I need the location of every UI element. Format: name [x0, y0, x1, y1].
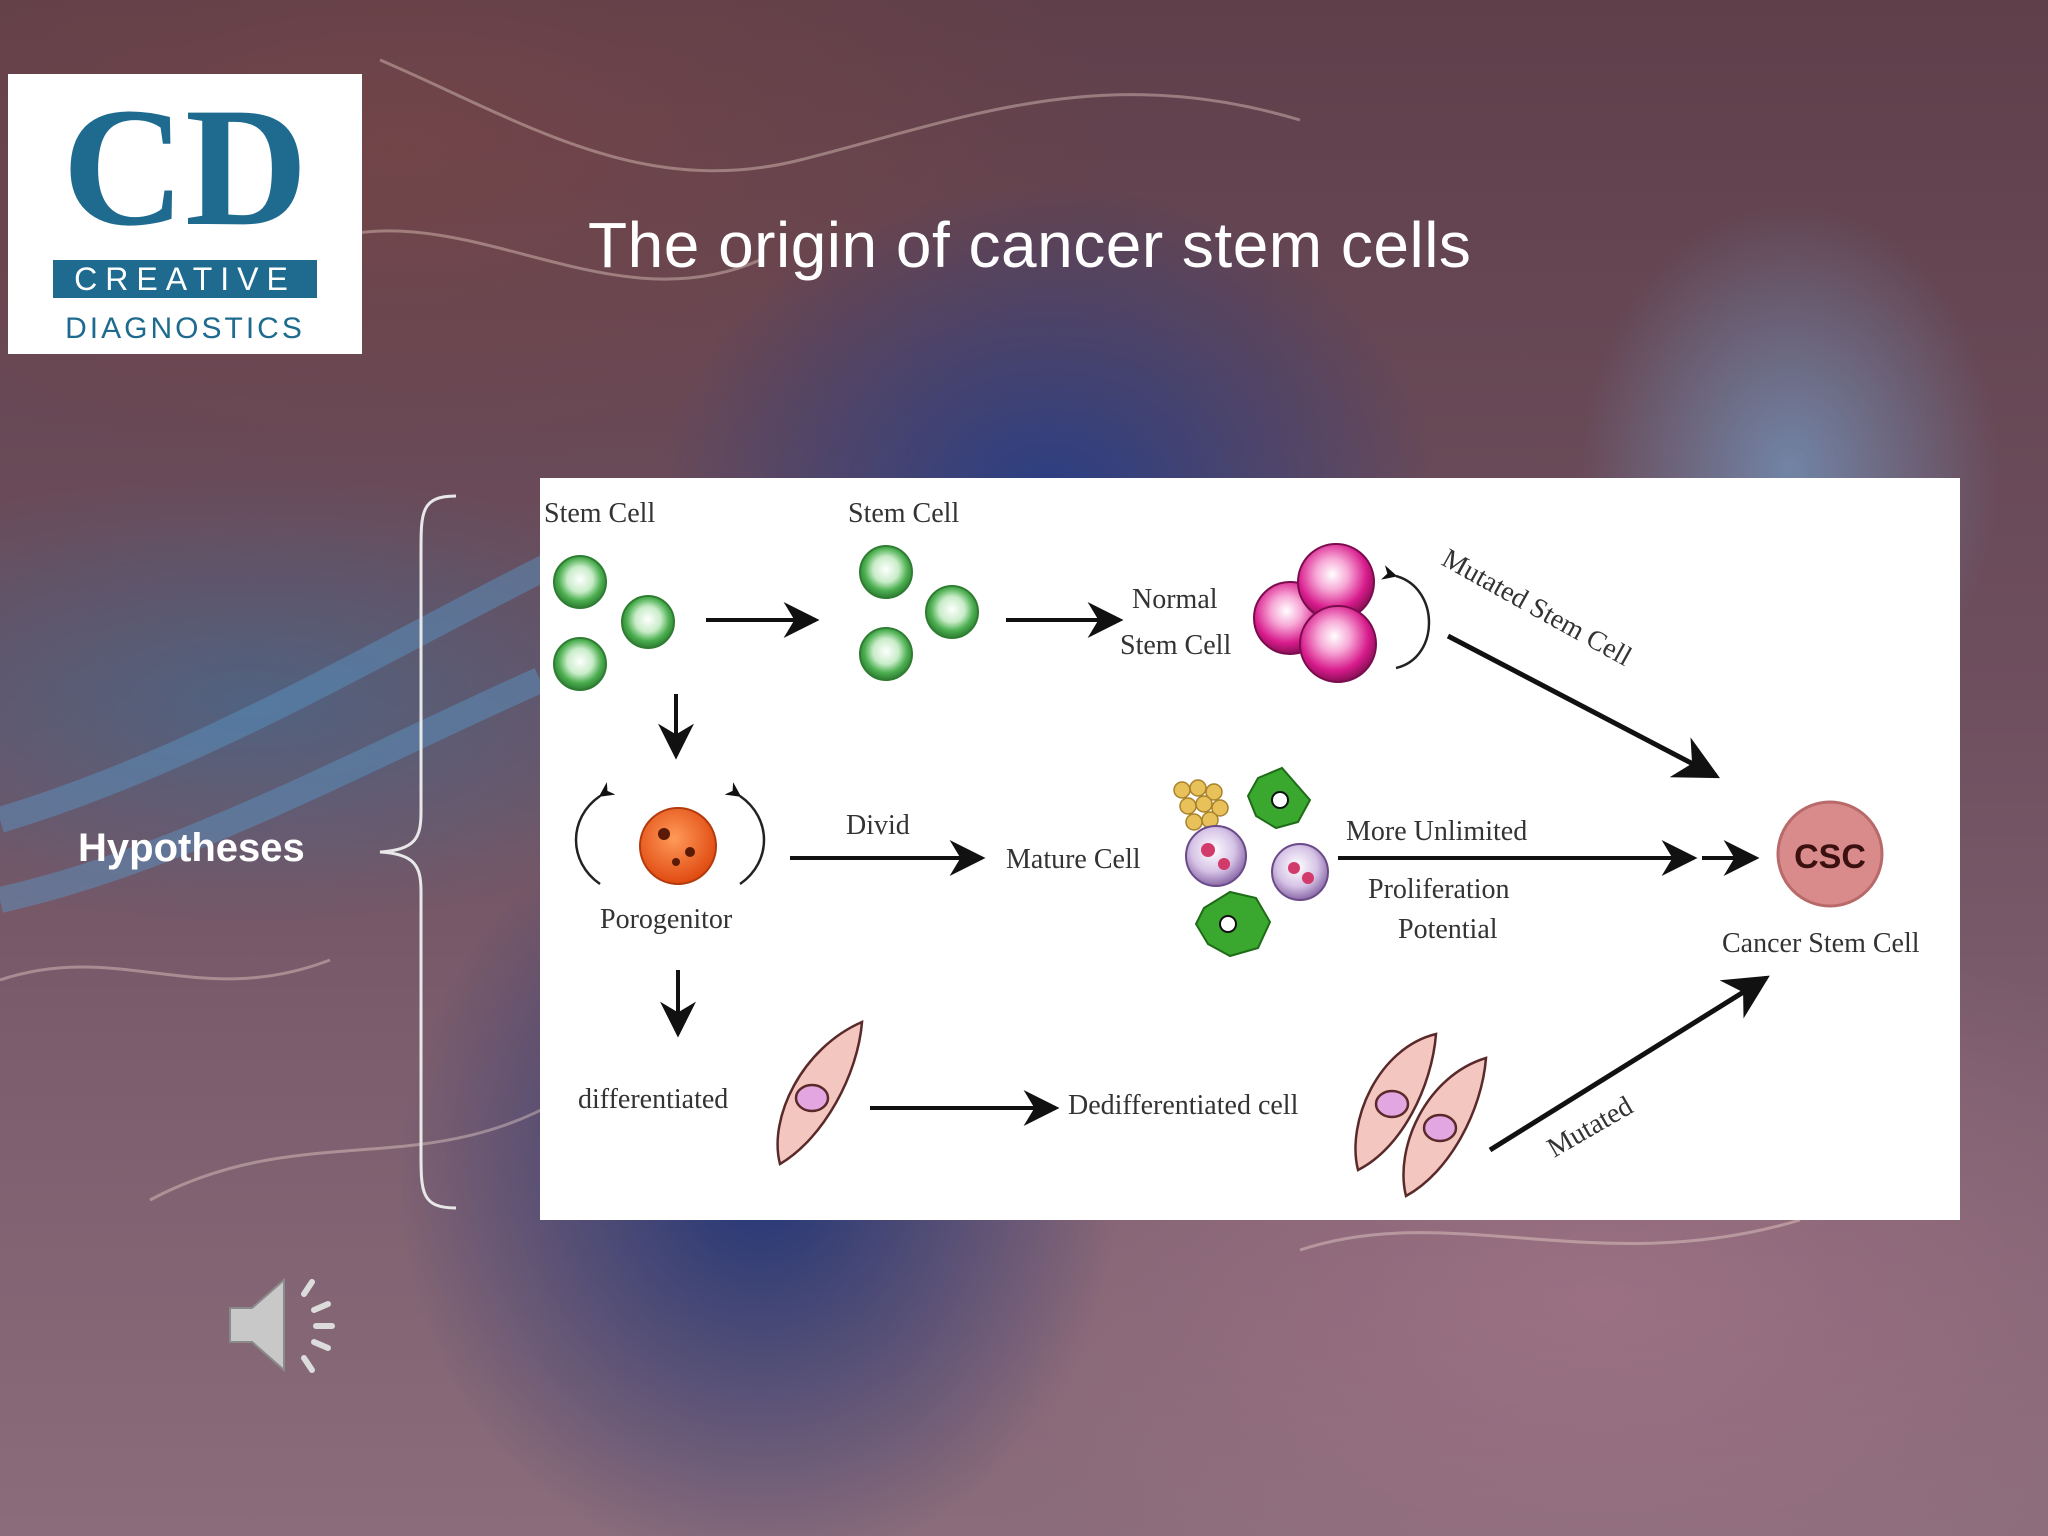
- mature-cell-cluster: [1173, 766, 1329, 958]
- svg-text:CD: CD: [62, 74, 308, 261]
- divid-label: Divid: [846, 810, 910, 841]
- dedifferentiated-cells: [1354, 1032, 1488, 1198]
- proliferation-label: Proliferation: [1368, 874, 1510, 905]
- slide-title: The origin of cancer stem cells: [588, 209, 1472, 281]
- stem-cell-label-1: Stem Cell: [544, 498, 655, 529]
- mature-cell-label: Mature Cell: [1006, 844, 1141, 875]
- mutated-stem-cell-label: Mutated Stem Cell: [1437, 543, 1637, 673]
- stem-cell-group-2: [859, 545, 979, 681]
- progenitor-loop-left: [574, 782, 616, 886]
- svg-text:DIAGNOSTICS: DIAGNOSTICS: [65, 312, 305, 345]
- stem-cell-group-1: [553, 555, 675, 691]
- potential-label: Potential: [1398, 914, 1498, 945]
- normal-stem-cell-cluster: [1253, 543, 1377, 683]
- speaker-icon[interactable]: [224, 1266, 344, 1386]
- mutated-label: Mutated: [1542, 1091, 1638, 1165]
- cancer-stem-cell-diagram: Stem Cell Stem Cell Normal Stem Cell: [540, 478, 1960, 1220]
- progenitor-label: Porogenitor: [600, 904, 733, 935]
- csc-cell: CSC: [1776, 800, 1884, 908]
- stem-cell-label-2: Stem Cell: [848, 498, 959, 529]
- svg-text:CREATIVE: CREATIVE: [74, 261, 296, 297]
- creative-diagnostics-logo: CD CREATIVE DIAGNOSTICS: [8, 74, 362, 354]
- arrow-dediff-to-csc: [1488, 975, 1770, 1153]
- progenitor-cell: [639, 807, 717, 885]
- hypotheses-brace: [379, 494, 457, 1210]
- dedifferentiated-label: Dedifferentiated cell: [1068, 1090, 1299, 1121]
- hypotheses-label: Hypotheses: [78, 826, 305, 870]
- cancer-stem-cell-label: Cancer Stem Cell: [1722, 928, 1920, 959]
- differentiated-label: differentiated: [578, 1084, 728, 1115]
- arrow-normal-to-csc: [1446, 633, 1720, 779]
- normal-stem-cell-label-2: Stem Cell: [1120, 630, 1231, 661]
- progenitor-loop-right: [724, 782, 766, 886]
- more-unlimited-label: More Unlimited: [1346, 816, 1527, 847]
- normal-stem-cell-label-1: Normal: [1132, 584, 1218, 615]
- self-renewal-arrow: [1380, 565, 1431, 670]
- csc-badge-text: CSC: [1794, 838, 1866, 876]
- differentiated-cell: [776, 1020, 864, 1166]
